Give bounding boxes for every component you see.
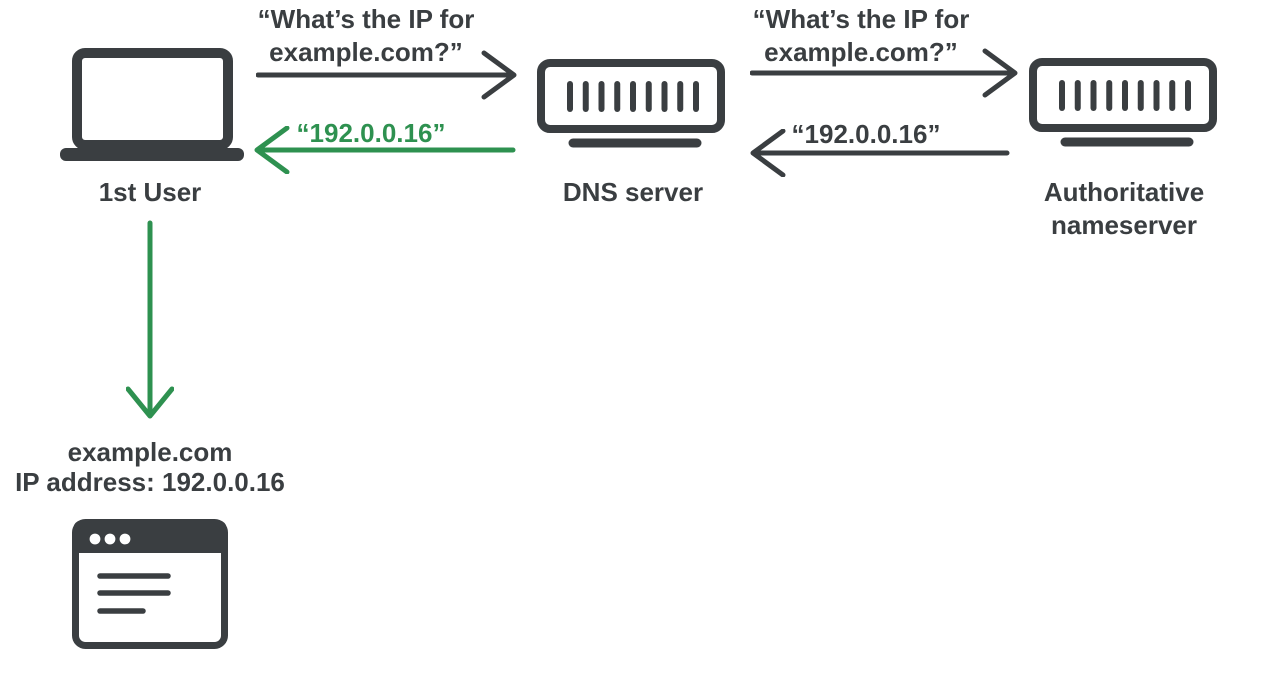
server-icon bbox=[1029, 58, 1217, 147]
browser-window-icon bbox=[72, 519, 228, 649]
query-user-to-dns-label: “What’s the IP for example.com?” bbox=[257, 4, 475, 67]
arrow-left-auth-to-dns bbox=[750, 129, 1010, 177]
reply-auth-to-dns-label: “192.0.0.16” bbox=[791, 119, 941, 149]
arrow-right-user-to-dns bbox=[256, 50, 517, 100]
arrow-left-dns-to-user bbox=[254, 126, 516, 174]
server-icon bbox=[537, 59, 725, 148]
reply-dns-to-user-label: “192.0.0.16” bbox=[296, 118, 446, 148]
authoritative-nameserver-label: Authoritative nameserver bbox=[1043, 177, 1205, 240]
arrow-right-dns-to-auth bbox=[750, 48, 1018, 98]
query-dns-to-auth-label: “What’s the IP for example.com?” bbox=[752, 4, 970, 67]
user-label: 1st User bbox=[98, 177, 202, 207]
laptop-icon bbox=[60, 48, 244, 161]
result-label: example.com IP address: 192.0.0.16 bbox=[15, 437, 285, 497]
arrow-down-user-to-result bbox=[126, 220, 174, 419]
dns-server-label: DNS server bbox=[562, 177, 704, 207]
